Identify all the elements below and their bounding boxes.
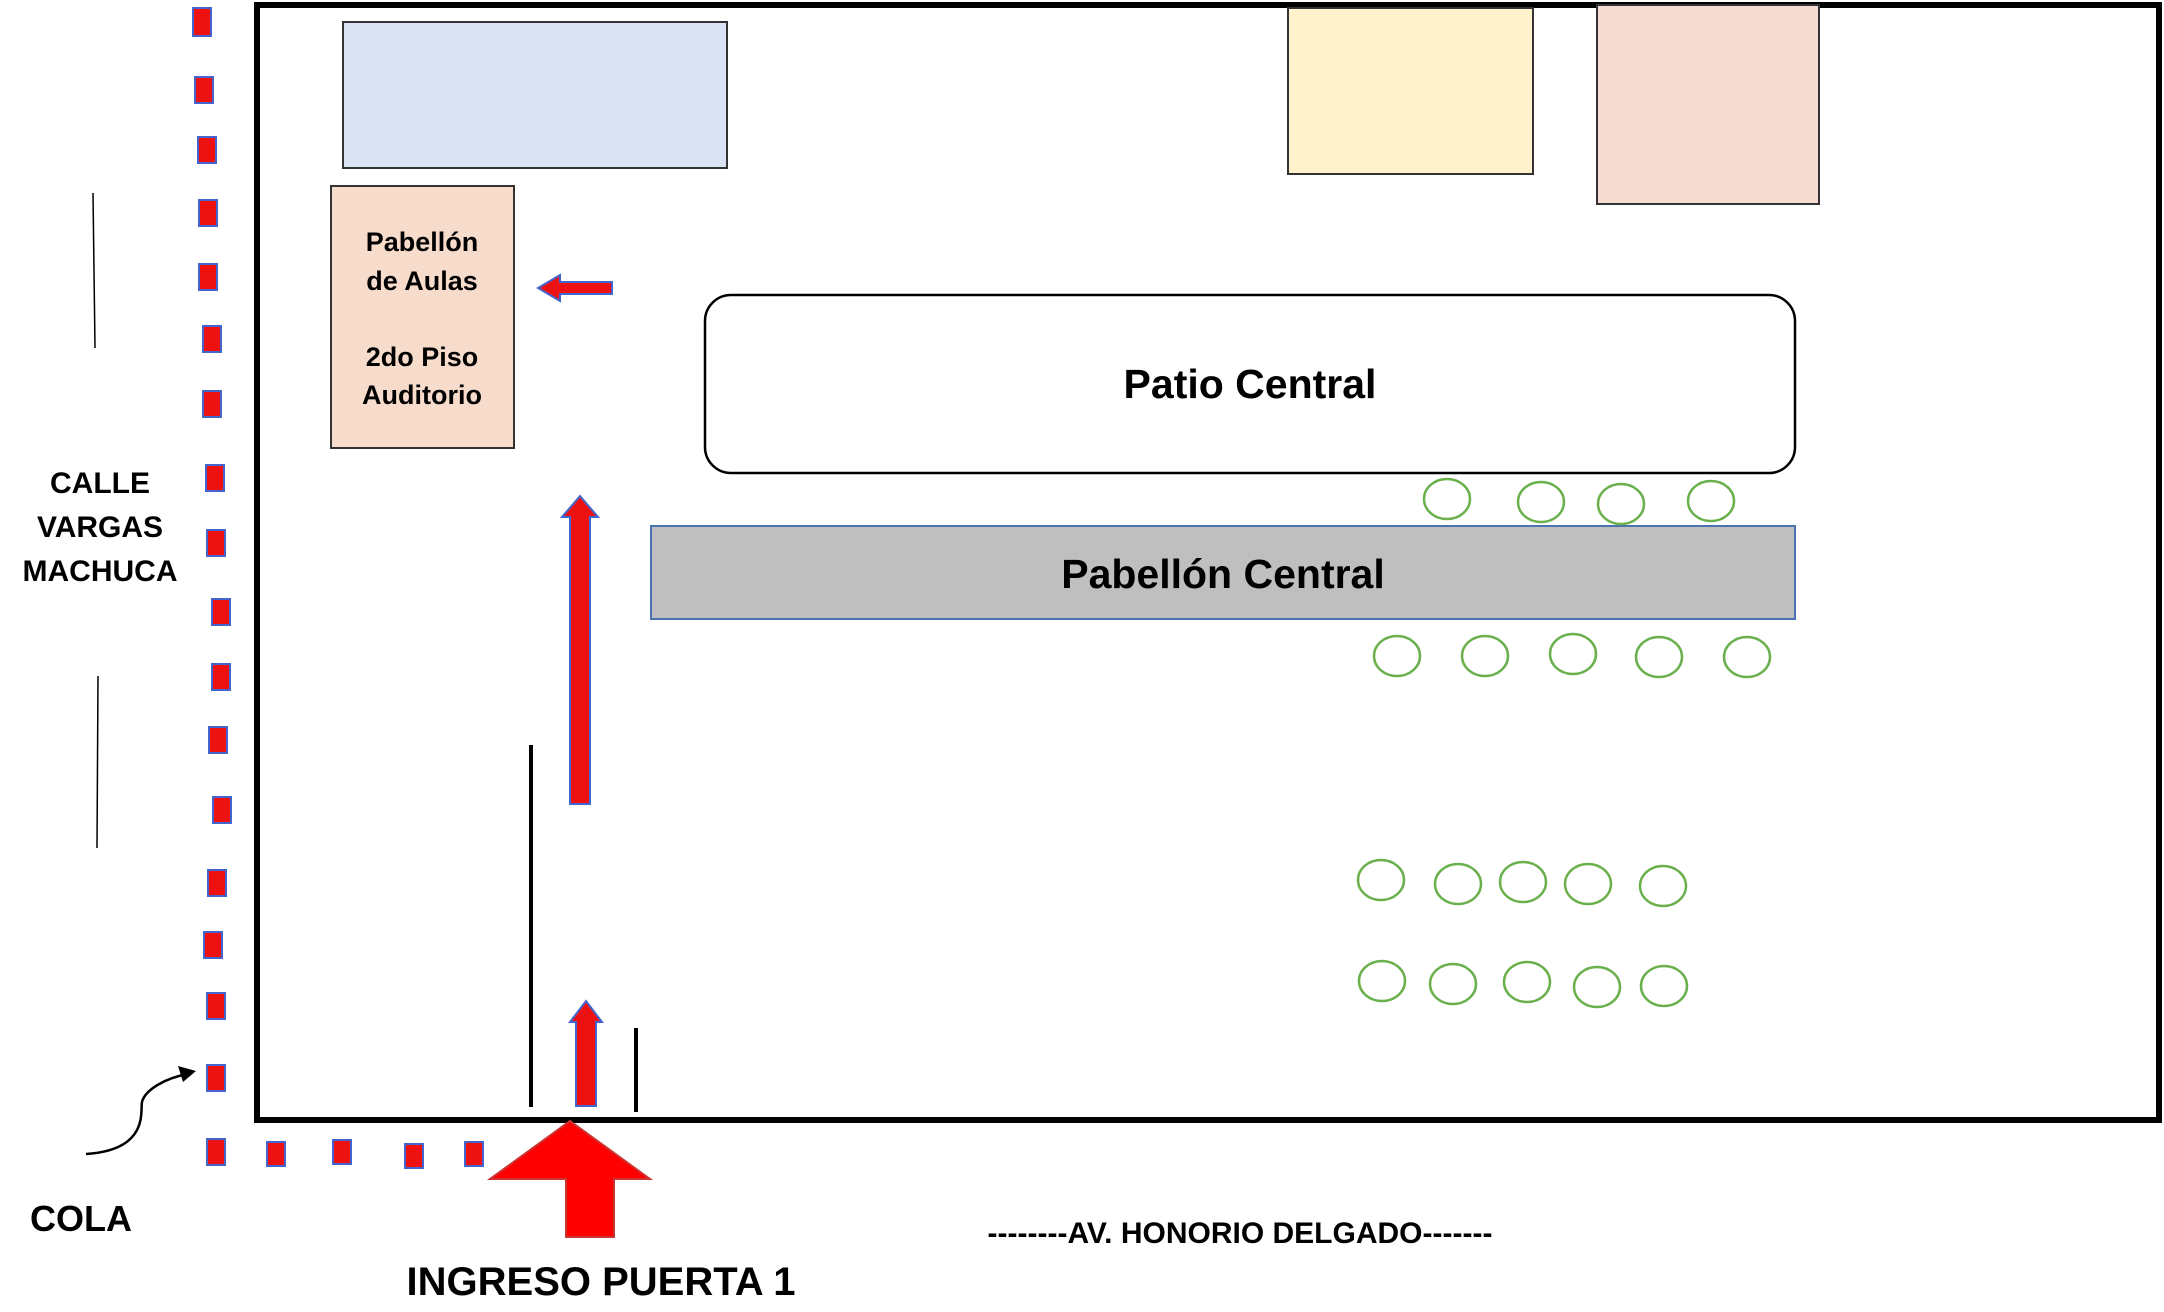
queue-marker bbox=[208, 726, 228, 754]
queue-marker bbox=[203, 931, 223, 959]
queue-pointer-arrowhead bbox=[178, 1066, 196, 1082]
queue-marker bbox=[211, 598, 231, 626]
queue-marker bbox=[192, 7, 212, 37]
queue-marker bbox=[206, 1064, 226, 1092]
pabellon-central: Pabellón Central bbox=[650, 525, 1796, 620]
queue-marker bbox=[194, 76, 214, 104]
pabellon-central-label: Pabellón Central bbox=[1061, 551, 1385, 597]
path-arrow-left bbox=[536, 273, 613, 303]
tree bbox=[1639, 964, 1689, 1008]
tree bbox=[1572, 965, 1622, 1009]
tree bbox=[1460, 634, 1510, 678]
path-arrow-short bbox=[567, 999, 605, 1107]
building-blue bbox=[342, 21, 728, 169]
queue-markers bbox=[192, 7, 484, 1169]
tree bbox=[1428, 962, 1478, 1006]
queue-marker bbox=[198, 263, 218, 291]
pabellon-aulas-line2: de Aulas bbox=[366, 266, 478, 296]
trees bbox=[1356, 477, 1772, 1009]
street-left-line3: MACHUCA bbox=[23, 555, 178, 588]
tree bbox=[1516, 480, 1566, 524]
entrance-label: INGRESO PUERTA 1 bbox=[407, 1260, 796, 1304]
pabellon-aulas-line4: Auditorio bbox=[362, 380, 482, 410]
pabellon-aulas-line1: Pabellón bbox=[366, 227, 479, 257]
patio-central-label: Patio Central bbox=[1124, 361, 1377, 407]
tree bbox=[1498, 860, 1548, 904]
pabellon-aulas-box bbox=[330, 185, 515, 449]
queue-marker bbox=[207, 869, 227, 897]
street-bottom-label: --------AV. HONORIO DELGADO------- bbox=[988, 1217, 1493, 1250]
building-pink bbox=[1596, 4, 1820, 205]
queue-marker bbox=[198, 199, 218, 227]
entrance-arrow bbox=[486, 1119, 654, 1238]
street-line bbox=[92, 192, 96, 349]
pabellon-aulas-line3: 2do Piso bbox=[366, 342, 479, 372]
queue-marker bbox=[464, 1141, 484, 1167]
tree bbox=[1563, 862, 1613, 906]
queue-marker bbox=[266, 1141, 286, 1167]
tree bbox=[1634, 635, 1684, 679]
path-arrow-long bbox=[559, 494, 601, 805]
queue-marker bbox=[202, 325, 222, 353]
patio-central: Patio Central bbox=[703, 293, 1797, 475]
queue-marker bbox=[404, 1143, 424, 1169]
street-line bbox=[96, 675, 99, 849]
queue-label: COLA bbox=[30, 1198, 132, 1239]
queue-marker bbox=[211, 663, 231, 691]
tree bbox=[1502, 960, 1552, 1004]
tree bbox=[1638, 864, 1688, 908]
tree bbox=[1596, 482, 1646, 526]
tree bbox=[1686, 479, 1736, 523]
street-left-line1: CALLE bbox=[50, 467, 150, 500]
queue-marker bbox=[212, 796, 232, 824]
tree bbox=[1357, 959, 1407, 1003]
street-left-line2: VARGAS bbox=[37, 511, 163, 544]
pabellon-aulas: Pabellón de Aulas 2do Piso Auditorio bbox=[330, 185, 515, 449]
pabellon-central-box bbox=[650, 525, 1796, 620]
queue-marker bbox=[332, 1139, 352, 1165]
queue-marker bbox=[197, 136, 217, 164]
building-yellow bbox=[1287, 7, 1534, 175]
queue-marker bbox=[206, 992, 226, 1020]
queue-marker bbox=[202, 390, 222, 418]
tree bbox=[1548, 632, 1598, 676]
queue-pointer-arrow bbox=[85, 1072, 189, 1156]
queue-marker bbox=[206, 529, 226, 557]
queue-marker bbox=[206, 1138, 226, 1166]
queue-marker bbox=[205, 464, 225, 492]
tree bbox=[1422, 477, 1472, 521]
tree bbox=[1356, 858, 1406, 902]
patio-central-box bbox=[703, 293, 1797, 475]
campus-boundary bbox=[254, 2, 2162, 1123]
tree bbox=[1722, 635, 1772, 679]
tree bbox=[1372, 634, 1422, 678]
tree bbox=[1433, 862, 1483, 906]
